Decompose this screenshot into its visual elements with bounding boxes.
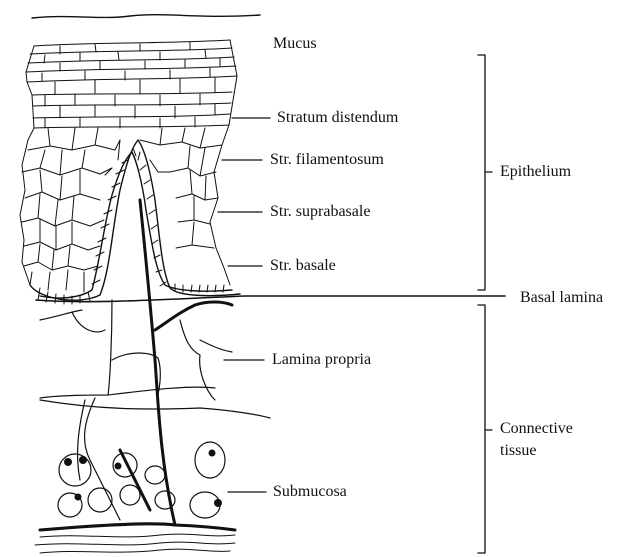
papilla	[30, 140, 240, 304]
label-basal-lamina: Basal lamina	[520, 289, 603, 307]
epithelium-bracket	[478, 55, 492, 290]
mucus-surface-line	[32, 15, 260, 18]
lamina-propria-tissue	[40, 300, 270, 520]
label-lamina-propria: Lamina propria	[272, 351, 371, 369]
label-epithelium: Epithelium	[500, 163, 571, 181]
label-str-filamentosum: Str. filamentosum	[270, 151, 384, 169]
label-submucosa: Submucosa	[273, 483, 347, 501]
label-mucus: Mucus	[273, 35, 317, 53]
bottom-fibres	[35, 534, 235, 553]
connective-tissue-bracket	[478, 305, 492, 553]
label-stratum-distendum: Stratum distendum	[277, 109, 398, 127]
label-connective-tissue-line1: Connective	[500, 420, 573, 438]
label-connective-tissue-line2: tissue	[500, 442, 536, 460]
label-str-basale: Str. basale	[270, 257, 336, 275]
label-str-suprabasale: Str. suprabasale	[270, 203, 370, 221]
leader-lines	[218, 118, 270, 492]
brackets	[478, 55, 492, 553]
submucosa-cells	[58, 442, 225, 518]
stratum-distendum-cells	[26, 40, 237, 128]
polygonal-cell-layers	[20, 125, 230, 292]
basal-lamina-line	[36, 296, 505, 302]
